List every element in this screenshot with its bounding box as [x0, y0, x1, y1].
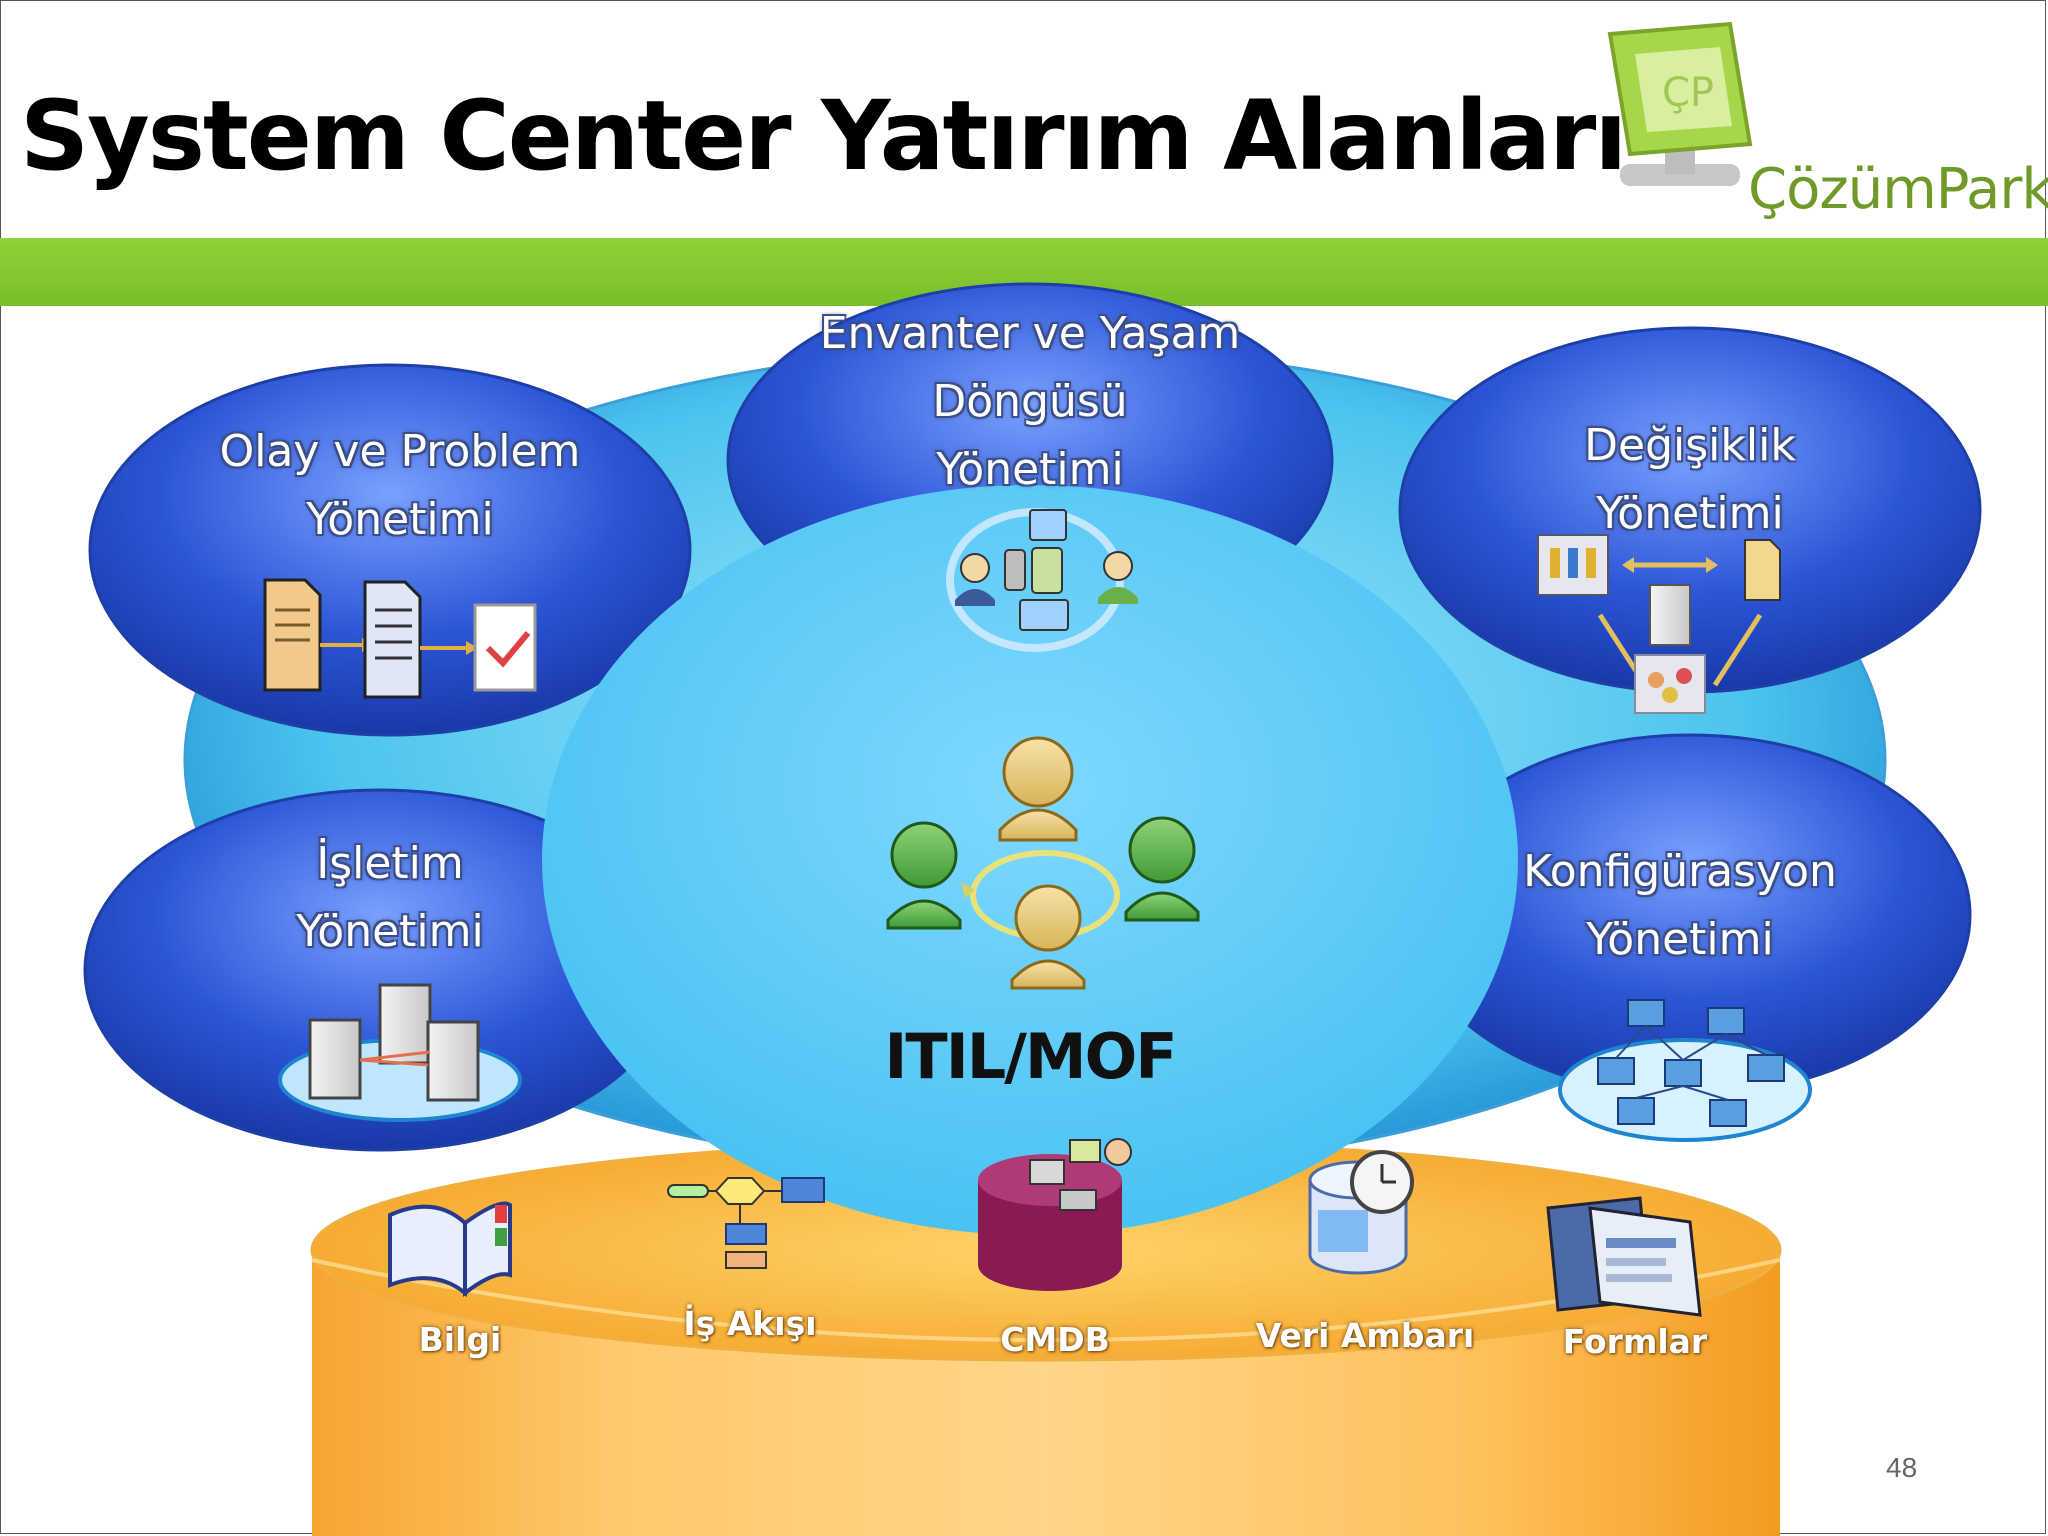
foundation-label-cmdb: CMDB [965, 1320, 1145, 1359]
database-icon [978, 1139, 1131, 1291]
area-label-degisiklik-text: Değişiklik Yönetimi [1520, 412, 1860, 548]
area-label-degisiklik: Değişiklik Yönetimi [1520, 412, 1860, 548]
foundation-label-formlar: Formlar [1545, 1322, 1725, 1361]
foundation-label-is-akisi: İş Akışı [660, 1304, 840, 1343]
foundation-label-veri-ambari: Veri Ambarı [1240, 1316, 1490, 1355]
area-label-envanter-text: Envanter ve Yaşam Döngüsü Yönetimi [780, 300, 1280, 504]
data-warehouse-icon [1310, 1152, 1412, 1273]
area-label-envanter: Envanter ve Yaşam Döngüsü Yönetimi [780, 300, 1280, 504]
foundation-label-bilgi: Bilgi [380, 1320, 540, 1359]
center-label: ITIL/MOF [880, 1020, 1180, 1093]
area-label-isletim-text: İşletim Yönetimi [230, 830, 550, 966]
area-label-konfig: Konfigürasyon Yönetimi [1460, 838, 1900, 974]
center-ellipse [542, 485, 1518, 1235]
page-number: 48 [1886, 1452, 1917, 1484]
area-label-isletim: İşletim Yönetimi [230, 830, 550, 966]
area-label-olay-text: Olay ve Problem Yönetimi [190, 418, 610, 554]
area-label-konfig-text: Konfigürasyon Yönetimi [1460, 838, 1900, 974]
area-label-olay: Olay ve Problem Yönetimi [190, 418, 610, 554]
